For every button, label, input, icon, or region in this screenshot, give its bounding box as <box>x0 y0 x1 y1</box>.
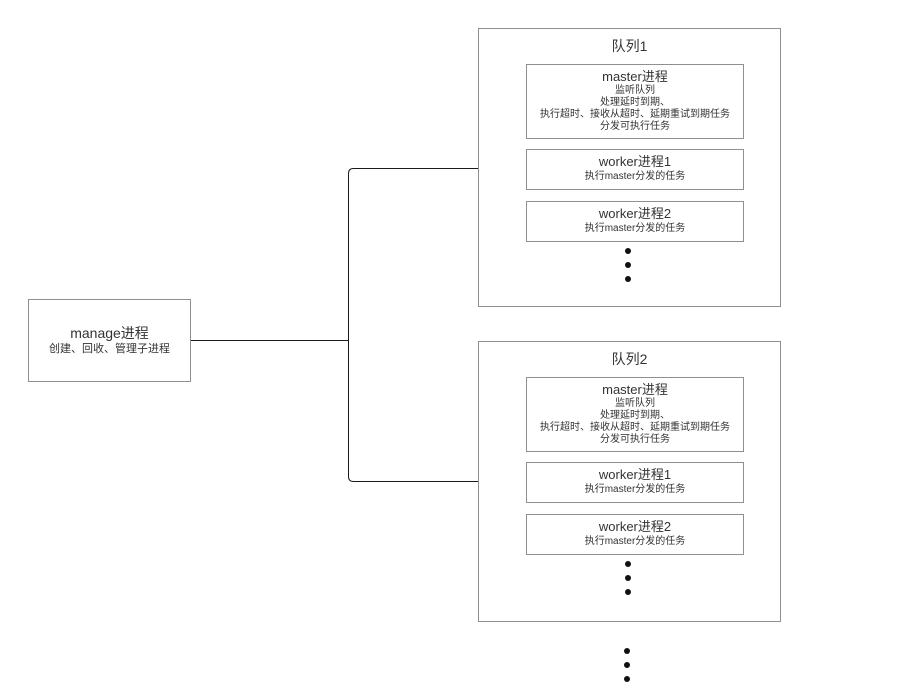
ellipsis-dot <box>625 575 631 581</box>
manage-process-subtitle: 创建、回收、管理子进程 <box>49 343 170 355</box>
master-title: master进程 <box>602 69 668 84</box>
vertical-ellipsis-icon <box>617 561 639 595</box>
master-duty-line: 执行超时、接收从超时、延期重试到期任务 <box>540 422 730 433</box>
master-duty-line: 监听队列 <box>615 85 655 96</box>
queue1-worker1-node: worker进程1 执行master分发的任务 <box>526 149 744 190</box>
worker-title: worker进程2 <box>598 519 672 534</box>
queue1-worker2-node: worker进程2 执行master分发的任务 <box>526 201 744 242</box>
connector-to-queue2 <box>348 340 478 482</box>
master-duty-line: 处理延时到期、 <box>600 97 670 108</box>
worker-subtitle: 执行master分发的任务 <box>584 536 686 547</box>
ellipsis-dot <box>625 276 631 282</box>
worker-subtitle: 执行master分发的任务 <box>584 223 686 234</box>
queue1-container: 队列1 master进程 监听队列 处理延时到期、 执行超时、接收从超时、延期重… <box>478 28 781 307</box>
master-title: master进程 <box>602 382 668 397</box>
ellipsis-dot <box>624 648 630 654</box>
ellipsis-dot <box>625 589 631 595</box>
master-duty-line: 监听队列 <box>615 398 655 409</box>
queue2-worker2-node: worker进程2 执行master分发的任务 <box>526 514 744 555</box>
ellipsis-dot <box>625 262 631 268</box>
queue2-container: 队列2 master进程 监听队列 处理延时到期、 执行超时、接收从超时、延期重… <box>478 341 781 622</box>
vertical-ellipsis-icon <box>616 648 638 682</box>
ellipsis-dot <box>625 561 631 567</box>
worker-title: worker进程1 <box>598 154 672 169</box>
manage-process-node: manage进程 创建、回收、管理子进程 <box>28 299 191 382</box>
worker-title: worker进程1 <box>598 467 672 482</box>
connector-to-queue1 <box>348 168 478 341</box>
queue2-master-node: master进程 监听队列 处理延时到期、 执行超时、接收从超时、延期重试到期任… <box>526 377 744 452</box>
ellipsis-dot <box>625 248 631 254</box>
queue2-worker1-node: worker进程1 执行master分发的任务 <box>526 462 744 503</box>
queue1-master-node: master进程 监听队列 处理延时到期、 执行超时、接收从超时、延期重试到期任… <box>526 64 744 139</box>
master-duty-line: 处理延时到期、 <box>600 410 670 421</box>
worker-subtitle: 执行master分发的任务 <box>584 171 686 182</box>
manage-process-title: manage进程 <box>70 325 149 341</box>
worker-subtitle: 执行master分发的任务 <box>584 484 686 495</box>
ellipsis-dot <box>624 676 630 682</box>
master-duty-line: 执行超时、接收从超时、延期重试到期任务 <box>540 109 730 120</box>
master-duty-line: 分发可执行任务 <box>600 434 670 445</box>
ellipsis-dot <box>624 662 630 668</box>
vertical-ellipsis-icon <box>617 248 639 282</box>
master-duty-line: 分发可执行任务 <box>600 121 670 132</box>
queue2-title: 队列2 <box>611 351 648 367</box>
queue1-title: 队列1 <box>611 38 648 54</box>
worker-title: worker进程2 <box>598 206 672 221</box>
